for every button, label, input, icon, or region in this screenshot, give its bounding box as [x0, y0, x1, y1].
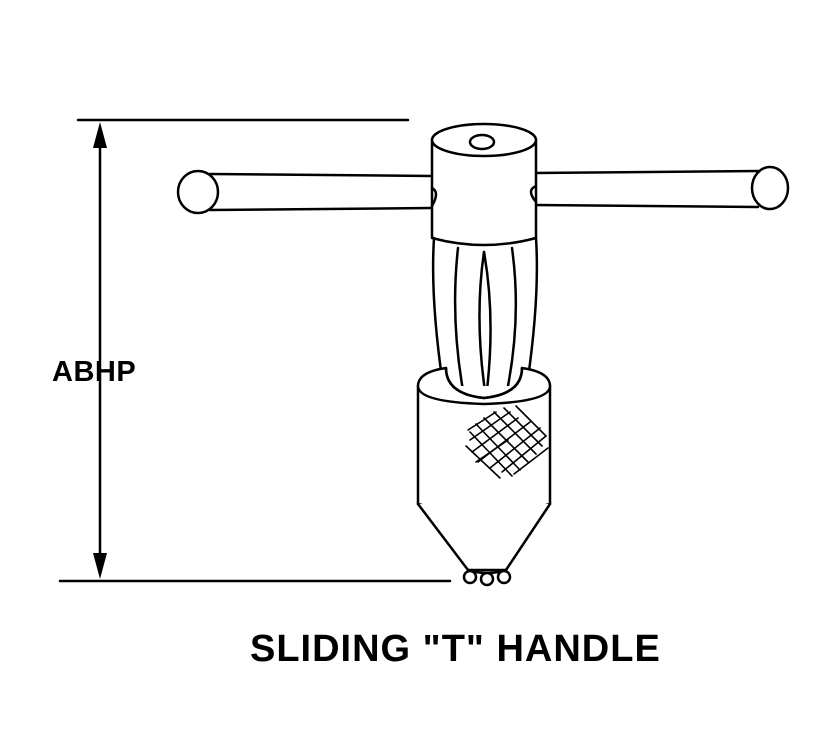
cone-tip	[416, 502, 552, 587]
dimension-extension-lines	[58, 118, 452, 583]
dimension-label: ABHP	[52, 356, 137, 388]
right-crossbar	[532, 165, 790, 211]
diagram-caption: SLIDING "T" HANDLE	[250, 628, 661, 670]
chuck-body	[416, 366, 552, 516]
dimension-line	[93, 122, 107, 579]
handle-head	[430, 122, 538, 247]
knurl-pattern	[465, 405, 549, 479]
left-crossbar	[176, 169, 434, 215]
